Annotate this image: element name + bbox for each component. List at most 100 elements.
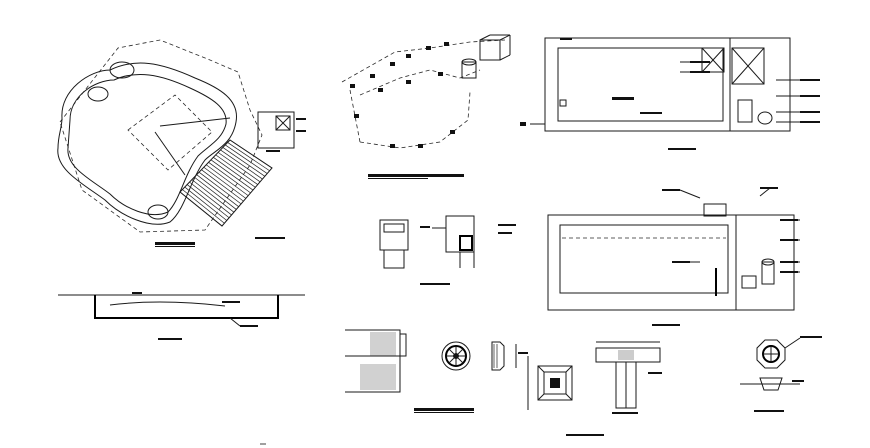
skimmer-body: [379, 219, 409, 251]
equipment-box-1: [701, 47, 725, 73]
deck-hatch-line: [205, 164, 249, 196]
pump-room-section: [547, 187, 800, 326]
leader-note: [800, 95, 820, 97]
filter-housing: [703, 203, 727, 217]
pipe-fitting: [354, 114, 359, 118]
leader-note: [690, 61, 710, 63]
pool-outline-outer: [57, 62, 237, 225]
water-line-section: [109, 301, 226, 307]
drain-frame: [537, 365, 573, 401]
beam-slab: [595, 347, 661, 363]
coping-fill: [370, 332, 396, 356]
inlet-detail: [441, 341, 528, 371]
pipe-fitting: [390, 62, 395, 66]
pipe-fitting: [444, 42, 449, 46]
leader-note: [690, 71, 710, 73]
centerline-b: [154, 131, 186, 176]
plan-scale-mark: [255, 237, 285, 239]
tank-plan-inner: [557, 47, 724, 122]
deck-hatch-line: [196, 174, 239, 207]
plan-dim-top: [560, 38, 572, 40]
pool-outline-inner: [67, 73, 227, 216]
plan-title-bar: [668, 148, 696, 150]
leader-note: [780, 271, 798, 273]
lamp-detail: [740, 336, 822, 412]
pipe-fitting: [438, 72, 443, 76]
section-note-2: [222, 301, 240, 303]
deck-hatch-line: [203, 166, 247, 199]
deck-hatch-line: [220, 149, 263, 180]
plan-title: [155, 242, 195, 245]
bench-rock-bottom: [147, 204, 169, 220]
pump-room-plan: [520, 37, 820, 150]
deck-hatch-line: [217, 152, 261, 183]
leader-note: [672, 261, 690, 263]
deck-hatch-line: [208, 162, 251, 194]
lamp-caption: [754, 410, 784, 412]
tank-section-inner: [559, 224, 729, 294]
bench-rock-left: [87, 86, 109, 102]
lamp-octagon: [756, 339, 786, 369]
leader-note: [800, 121, 820, 123]
pipe-fittings: [350, 42, 455, 148]
section-title-bar: [652, 324, 680, 326]
leader-line: [679, 189, 701, 199]
lamp-niche: [759, 377, 783, 391]
pool-section-shell: [94, 295, 279, 319]
inlet-spoke: [448, 357, 455, 364]
deck-hatch-line: [213, 157, 256, 188]
section-title: [158, 338, 182, 340]
plan-leaders: [680, 61, 820, 123]
pump-room-mini-inner: [275, 115, 291, 131]
inlet-spoke: [457, 348, 464, 355]
pump-plan: [757, 111, 773, 125]
inlet-profile: [491, 341, 505, 371]
leader-note: [800, 111, 820, 113]
leader-note: [780, 261, 798, 263]
tank-section-outer: [547, 214, 795, 311]
deck-hatch-line: [222, 147, 266, 177]
pipe-fitting: [426, 46, 431, 50]
pool-long-section: [58, 292, 305, 340]
inlet-spoke: [457, 357, 464, 364]
plan-center-note: [612, 97, 634, 100]
deck-hatch-line: [227, 142, 270, 172]
deck-hatch-line: [191, 179, 235, 213]
pump-body-iso: [461, 61, 477, 79]
coping-detail: [345, 329, 474, 413]
pipe-fitting: [418, 144, 423, 148]
pipe-run-lower: [359, 69, 481, 96]
deck-hatch-line: [225, 144, 268, 174]
pipe-run-return: [359, 91, 471, 149]
deck-hatch-line: [184, 186, 227, 221]
deep-zone-line: [127, 94, 213, 171]
deck-hatch-line: [189, 181, 232, 216]
skimmer-caption: [420, 283, 450, 285]
sheet-footer-mark: [260, 443, 266, 445]
drain-detail: [527, 356, 604, 436]
deck-hatch-line: [210, 159, 254, 191]
pipe-fitting: [390, 144, 395, 148]
coping-caption: [414, 408, 474, 411]
section-leaders: [662, 187, 800, 273]
skimmer-title-bar: [368, 174, 464, 177]
deck-hatch-line: [215, 154, 258, 185]
centerline-a: [159, 117, 231, 127]
site-boundary: [59, 39, 263, 233]
pump-room-mini: [257, 111, 295, 149]
pipe-fitting: [406, 80, 411, 84]
inlet-outer: [441, 341, 471, 371]
deck-hatch-line: [186, 184, 230, 218]
pump-room-mini-label: [296, 118, 306, 120]
section-note-1: [132, 292, 142, 294]
equipment-box-2: [731, 47, 765, 85]
deck-hatch-line: [198, 171, 242, 205]
leader-note: [780, 239, 798, 241]
pump-motor: [761, 261, 775, 285]
filter-box: [479, 39, 501, 61]
inlet-spokes: [446, 346, 466, 366]
deck-hatch-line: [182, 189, 225, 224]
tank-plan-outer: [544, 37, 791, 132]
pipe-run-main: [341, 39, 506, 83]
